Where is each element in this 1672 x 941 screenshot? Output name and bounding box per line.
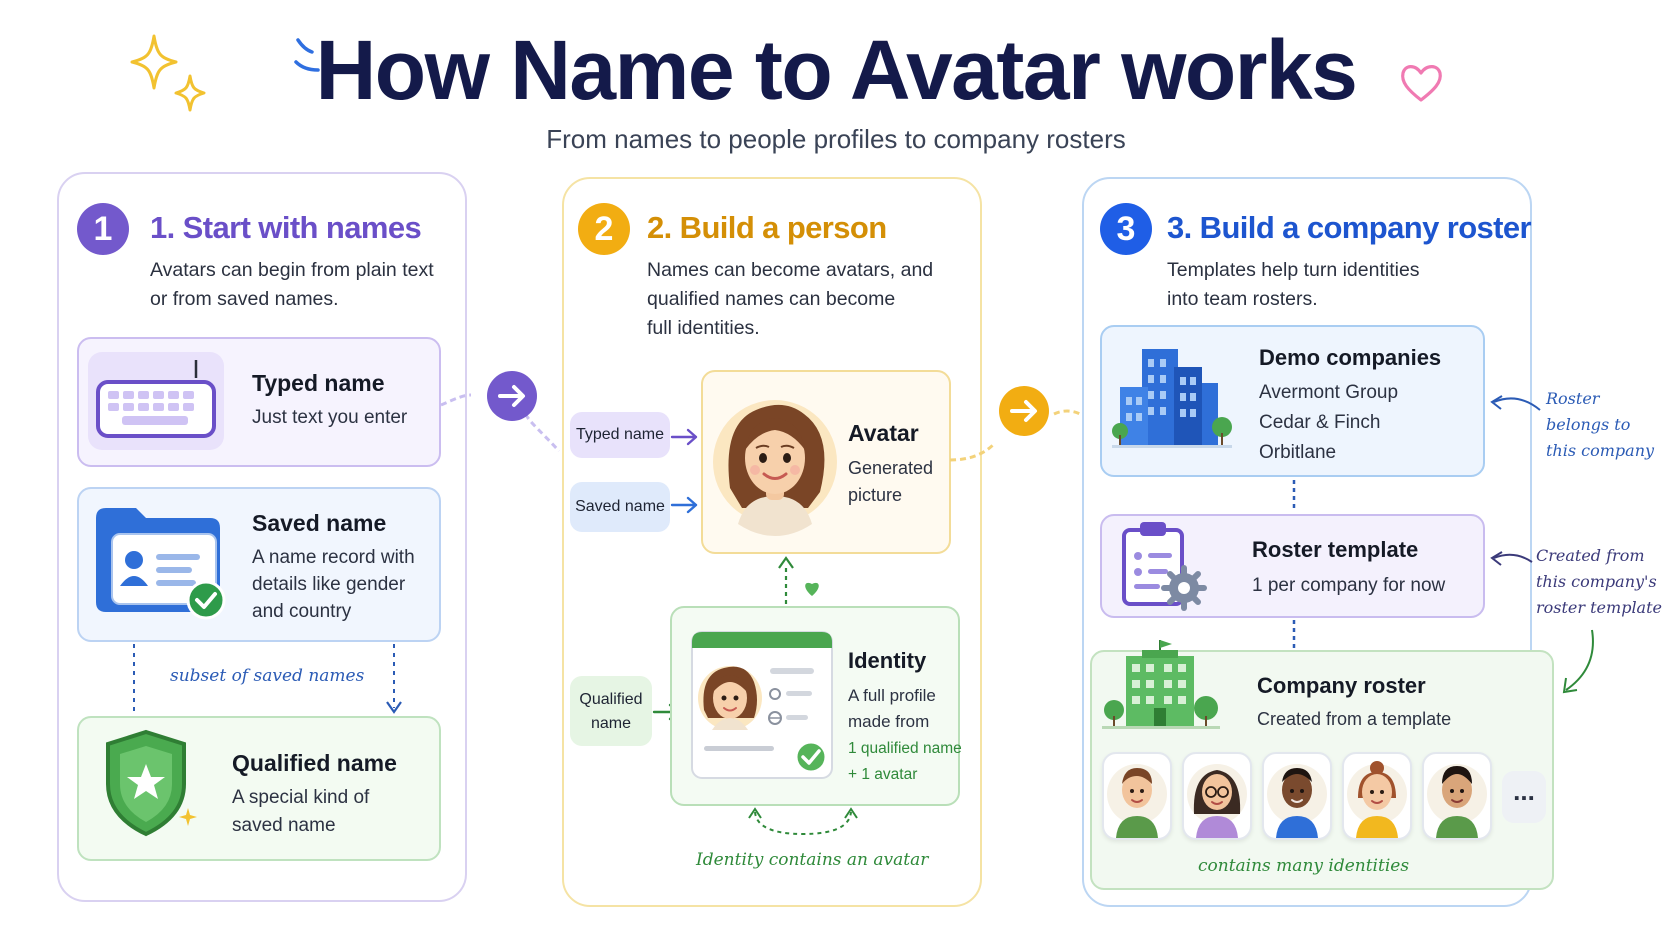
page-title: How Name to Avatar works bbox=[315, 23, 1358, 117]
roster-template-title: Roster template bbox=[1252, 537, 1419, 562]
buildings-icon bbox=[1112, 349, 1232, 448]
pill-typed-name: Typed name bbox=[570, 412, 670, 458]
avatar-desc-line1: Generated bbox=[848, 458, 934, 478]
avatar-woman-icon bbox=[713, 400, 837, 536]
step-1-number: 1 bbox=[77, 203, 129, 255]
step-3-desc-line2: into team rosters. bbox=[1167, 288, 1318, 310]
heart-icon bbox=[1401, 65, 1442, 102]
typed-name-desc: Just text you enter bbox=[252, 407, 408, 428]
company-item: Cedar & Finch bbox=[1259, 412, 1381, 433]
roster-avatar bbox=[1262, 752, 1332, 840]
office-building-icon bbox=[1102, 640, 1220, 729]
note-created-line2: this company's bbox=[1536, 572, 1657, 591]
step-2-heading: 2. Build a person bbox=[647, 210, 887, 245]
note-belongs-line1: Roster bbox=[1546, 389, 1600, 408]
avatar-desc-line2: picture bbox=[848, 485, 903, 505]
qualified-name-desc-line1: A special kind of bbox=[232, 787, 370, 808]
qualified-name-title: Qualified name bbox=[232, 750, 397, 776]
step-3-desc-line1: Templates help turn identities bbox=[1167, 259, 1420, 281]
contains-connector bbox=[748, 807, 858, 836]
saved-name-desc-line3: and country bbox=[252, 601, 352, 622]
saved-name-desc-line2: details like gender bbox=[252, 574, 406, 595]
company-roster-desc: Created from a template bbox=[1257, 709, 1452, 729]
pill-qualified-name: Qualified name bbox=[570, 676, 652, 746]
step-3-number: 3 bbox=[1100, 203, 1152, 255]
step-3-heading: 3. Build a company roster bbox=[1167, 210, 1532, 245]
step-2-desc-line2: qualified names can become bbox=[647, 288, 896, 310]
avatar-title: Avatar bbox=[848, 420, 919, 446]
step-2-number: 2 bbox=[578, 203, 630, 255]
id-folder-icon bbox=[96, 508, 226, 620]
saved-name-desc-line1: A name record with bbox=[252, 547, 415, 568]
roster-avatar bbox=[1422, 752, 1492, 840]
roster-avatar bbox=[1342, 752, 1412, 840]
saved-name-title: Saved name bbox=[252, 510, 387, 536]
note-belongs-line3: this company bbox=[1546, 441, 1655, 460]
subset-note: subset of saved names bbox=[170, 666, 365, 686]
note-created-line1: Created from bbox=[1536, 546, 1645, 565]
arrow-right-icon bbox=[999, 386, 1049, 436]
step-1-desc-line1: Avatars can begin from plain text bbox=[150, 259, 434, 281]
identity-title: Identity bbox=[848, 648, 927, 673]
page-subtitle: From names to people profiles to company… bbox=[546, 124, 1126, 154]
company-item: Orbitlane bbox=[1259, 442, 1337, 463]
step-1-heading: 1. Start with names bbox=[150, 210, 422, 245]
template-roster-connector bbox=[1292, 620, 1296, 648]
identity-desc-line4: + 1 avatar bbox=[848, 766, 918, 783]
annotation-arrow-belongs bbox=[1490, 395, 1541, 411]
companies-template-connector bbox=[1292, 480, 1296, 512]
pill-arrows bbox=[670, 428, 698, 514]
roster-template-desc: 1 per company for now bbox=[1252, 575, 1446, 596]
roster-avatar bbox=[1102, 752, 1172, 840]
step-1-desc-line2: or from saved names. bbox=[150, 288, 339, 310]
annotation-arrow-created bbox=[1490, 551, 1533, 566]
keyboard-icon bbox=[88, 352, 224, 450]
arrow-right-icon bbox=[487, 371, 537, 421]
step-2-desc-line1: Names can become avatars, and bbox=[647, 259, 934, 281]
pill-qualified-line1: Qualified bbox=[579, 691, 643, 708]
company-item: Avermont Group bbox=[1259, 382, 1399, 403]
identity-desc-line1: A full profile bbox=[848, 686, 936, 705]
sparkle-icon bbox=[130, 34, 206, 112]
identity-desc-line2: made from bbox=[848, 712, 930, 731]
pill-qualified-line2: name bbox=[590, 715, 632, 732]
contains-avatar-note: Identity contains an avatar bbox=[696, 850, 929, 870]
more-identities-button[interactable]: ... bbox=[1502, 771, 1546, 823]
clipboard-gear-icon bbox=[1122, 522, 1207, 611]
step-2-desc-line3: full identities. bbox=[647, 317, 760, 339]
roster-avatar bbox=[1182, 752, 1252, 840]
demo-companies-title: Demo companies bbox=[1259, 345, 1442, 370]
pill-saved-name: Saved name bbox=[570, 482, 670, 532]
identity-to-avatar-connector bbox=[778, 556, 819, 604]
identity-desc-line3: 1 qualified name bbox=[848, 740, 962, 757]
annotation-arrow-roster bbox=[1562, 629, 1594, 694]
contains-identities-note: contains many identities bbox=[1198, 856, 1410, 876]
motion-mark-icon bbox=[294, 38, 320, 72]
note-created-line3: roster template bbox=[1536, 598, 1662, 617]
flow-connector-2-3 bbox=[949, 409, 1081, 462]
note-belongs-line2: belongs to bbox=[1546, 415, 1631, 434]
qualified-name-desc-line2: saved name bbox=[232, 815, 336, 836]
company-roster-title: Company roster bbox=[1257, 673, 1426, 698]
subset-connector bbox=[133, 644, 402, 714]
typed-name-title: Typed name bbox=[252, 370, 385, 396]
id-card-icon bbox=[691, 631, 833, 779]
shield-star-icon bbox=[106, 729, 197, 837]
